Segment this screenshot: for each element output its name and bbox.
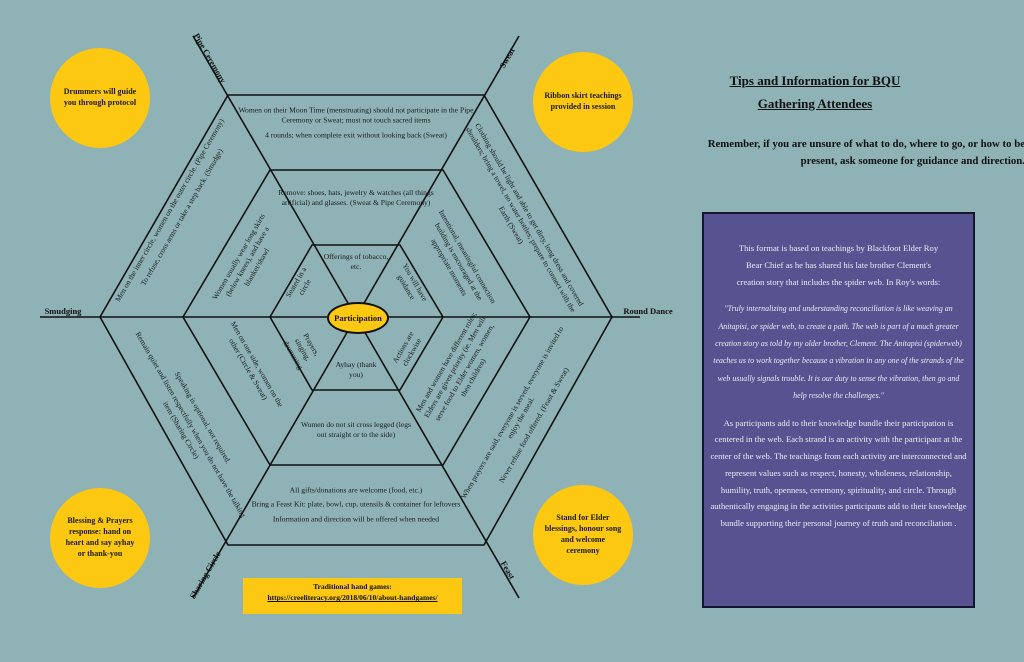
- hand-games-link[interactable]: https://creeliteracy.org/2018/06/10/abou…: [267, 593, 438, 603]
- middle-bottom-text: Women do not sit cross legged (legs out …: [301, 419, 411, 439]
- callout-elder: Stand for Elder blessings, honour song a…: [533, 485, 633, 585]
- outer-bottom-text: All gifts/donations are welcome (food, e…: [251, 485, 461, 524]
- inner-top-text: Offerings of tobacco, etc.: [323, 251, 389, 271]
- page-subtitle: Remember, if you are unsure of what to d…: [707, 138, 1024, 168]
- participation-center: Participation: [327, 302, 389, 334]
- panel-quote: "Truly internalizing and understanding r…: [713, 304, 964, 401]
- panel-intro: This format is based on teachings by Bla…: [736, 243, 941, 287]
- callout-ribbon-skirt: Ribbon skirt teachings provided in sessi…: [533, 52, 633, 152]
- hand-games-box: Traditional hand games: https://creelite…: [243, 578, 462, 614]
- strand-label-round-dance: Round Dance: [623, 306, 673, 316]
- callout-blessing: Blessing & Prayers response: hand on hea…: [50, 488, 150, 588]
- strand-label-smudging: Smudging: [44, 306, 82, 316]
- outer-top-text: Women on their Moon Time (menstruating) …: [238, 105, 474, 140]
- inner-bottom-text: Ayhay (thank you): [335, 359, 377, 379]
- callout-drummers: Drummers will guide you through protocol: [50, 48, 150, 148]
- hand-games-label: Traditional hand games:: [313, 582, 392, 591]
- middle-top-text: Remove: shoes, hats, jewelry & watches (…: [278, 187, 434, 207]
- page-title: Tips and Information for BQU Gathering A…: [729, 73, 901, 111]
- info-panel: This format is based on teachings by Bla…: [702, 212, 975, 608]
- panel-body: As participants add to their knowledge b…: [710, 417, 967, 529]
